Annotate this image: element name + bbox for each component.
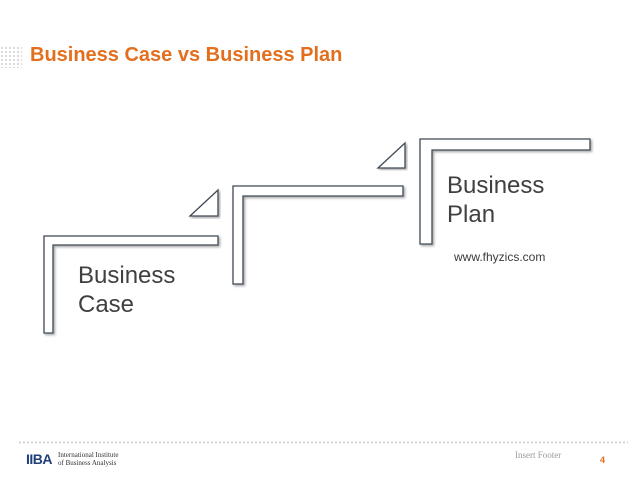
footer-divider xyxy=(18,441,628,444)
logo-text: International Institute of Business Anal… xyxy=(58,451,118,467)
iiba-logo: IIBA International Institute of Business… xyxy=(26,451,118,467)
slide-title: Business Case vs Business Plan xyxy=(30,44,343,66)
website-caption: www.fhyzics.com xyxy=(454,250,546,264)
logo-text-line: of Business Analysis xyxy=(58,459,117,467)
step-label-business-plan: Business Plan xyxy=(447,171,544,229)
step-label-business-case: Business Case xyxy=(78,261,175,319)
page-number: 4 xyxy=(600,455,606,465)
step-corner-triangle-1 xyxy=(188,188,219,217)
footer-text: Insert Footer xyxy=(515,450,562,460)
decorative-dot-grid xyxy=(0,46,22,68)
logo-mark: IIBA xyxy=(26,451,53,467)
step-label-line: Plan xyxy=(447,201,496,228)
step-bracket-2 xyxy=(232,185,404,285)
step-label-line: Business xyxy=(78,262,176,289)
step-label-line: Business xyxy=(447,172,545,199)
step-bracket-1 xyxy=(43,235,219,334)
logo-text-line: International Institute xyxy=(58,451,119,459)
step-label-line: Case xyxy=(78,291,135,318)
step-corner-triangle-2 xyxy=(376,141,406,169)
step-bracket-3 xyxy=(419,138,591,245)
